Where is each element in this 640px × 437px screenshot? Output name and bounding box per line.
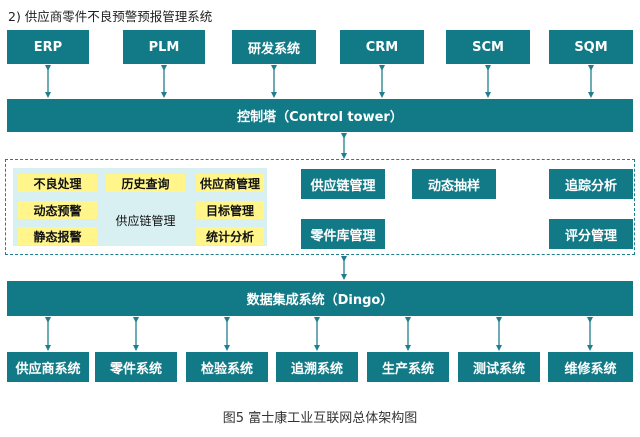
top-system-scm: SCM (446, 30, 530, 64)
dynamic-warning-box: 动态预警 (18, 201, 97, 219)
history-query-box: 历史查询 (106, 174, 185, 192)
module-scoring: 评分管理 (549, 219, 633, 249)
bottom-system-parts: 零件系统 (95, 352, 177, 382)
control-tower-bar: 控制塔（Control tower） (7, 99, 633, 132)
target-management-box: 目标管理 (196, 201, 264, 219)
figure-caption: 图5 富士康工业互联网总体架构图 (222, 411, 418, 426)
module-tracking-analysis: 追踪分析 (549, 169, 633, 199)
top-system-plm: PLM (123, 30, 205, 64)
data-integration-bar: 数据集成系统（Dingo） (7, 281, 633, 316)
bottom-system-inspection: 检验系统 (186, 352, 268, 382)
bottom-system-maintenance: 维修系统 (548, 352, 633, 382)
bottom-system-production: 生产系统 (367, 352, 449, 382)
top-system-erp: ERP (7, 30, 89, 64)
supply-chain-center-label: 供应链管理 (115, 213, 176, 228)
module-dynamic-sampling: 动态抽样 (412, 169, 496, 199)
module-parts-library: 零件库管理 (301, 219, 385, 249)
supplier-management-box: 供应商管理 (196, 174, 264, 192)
defect-handling-box: 不良处理 (18, 174, 97, 192)
static-alarm-box: 静态报警 (18, 227, 97, 245)
middle-layer-frame (5, 159, 635, 255)
statistics-analysis-box: 统计分析 (196, 227, 264, 245)
figure-title: 2) 供应商零件不良预警预报管理系统 (8, 9, 213, 24)
bottom-system-supplier: 供应商系统 (7, 352, 89, 382)
module-supply-chain: 供应链管理 (301, 169, 385, 199)
bottom-system-testing: 测试系统 (458, 352, 540, 382)
top-system-sqm: SQM (549, 30, 633, 64)
top-system-rd: 研发系统 (232, 30, 316, 64)
bottom-system-traceability: 追溯系统 (276, 352, 358, 382)
top-system-crm: CRM (340, 30, 424, 64)
